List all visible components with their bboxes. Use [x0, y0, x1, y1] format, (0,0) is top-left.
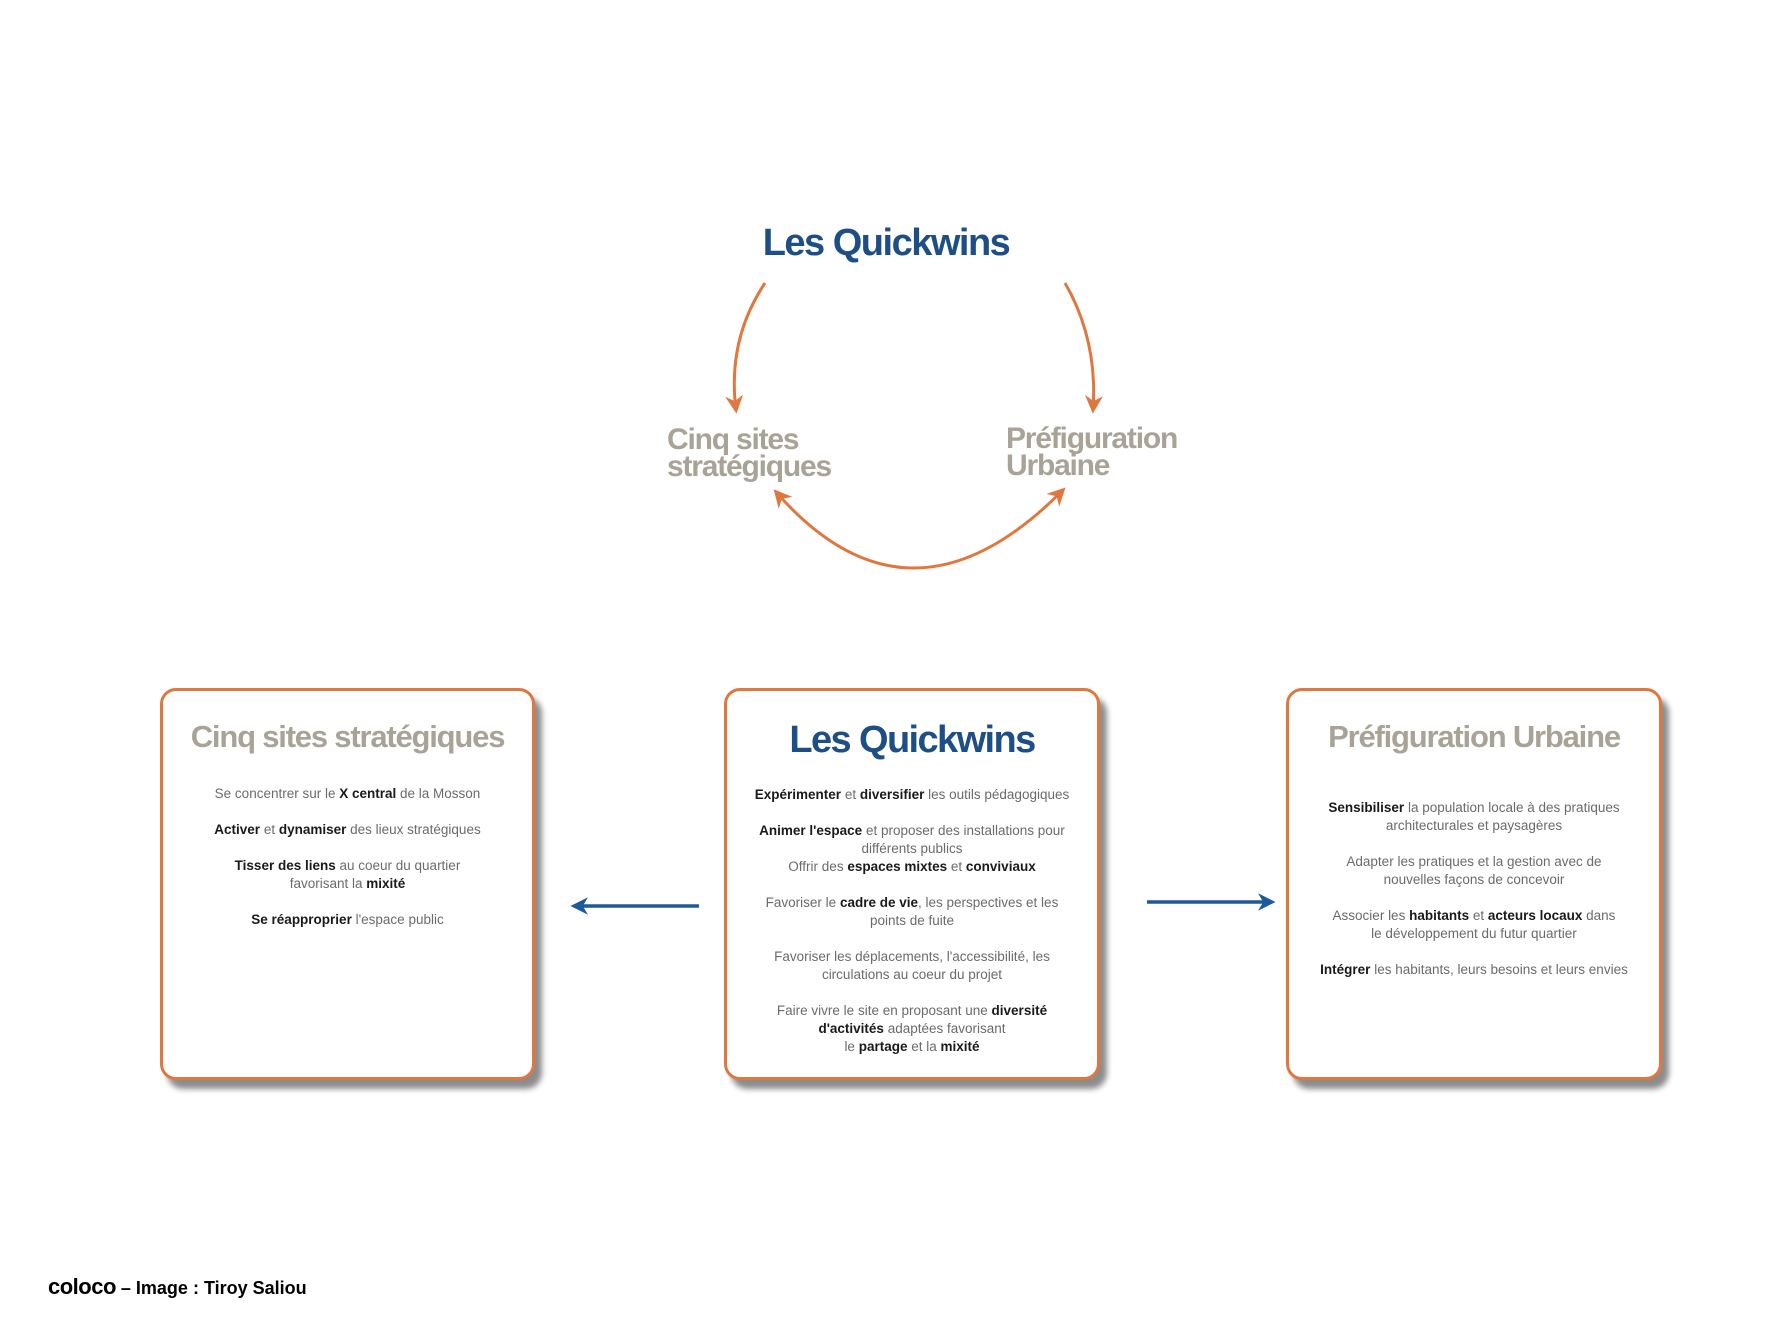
- list-item: Se concentrer sur le X central de la Mos…: [214, 786, 481, 801]
- arrow-quickwins-to-prefiguration: [1063, 282, 1103, 414]
- list-item: Adapter les pratiques et la gestion avec…: [1346, 854, 1602, 887]
- card-items: Se concentrer sur le X central de la Mos…: [173, 785, 522, 929]
- list-item: Favoriser les déplacements, l'accessibil…: [774, 949, 1050, 982]
- list-item: Offrir des espaces mixtes et conviviaux: [788, 859, 1036, 874]
- card-title: Les Quickwins: [789, 719, 1036, 761]
- list-item: Activer et dynamiser des lieux stratégiq…: [214, 822, 481, 837]
- cycle-title: Les Quickwins: [762, 222, 1011, 264]
- list-item: Associer les habitants et acteurs locaux…: [1332, 908, 1616, 941]
- image-credit: coloco – Image : Tiroy Saliou: [48, 1274, 307, 1300]
- card-prefiguration: Préfiguration Urbaine Sensibiliser la po…: [1286, 688, 1662, 1080]
- brand-name: coloco: [48, 1274, 116, 1299]
- credit-text: – Image : Tiroy Saliou: [115, 1278, 307, 1298]
- card-title: Cinq sites stratégiques: [190, 719, 506, 754]
- card-items: Expérimenter et diversifier les outils p…: [737, 786, 1087, 1056]
- list-item: Intégrer les habitants, leurs besoins et…: [1320, 962, 1628, 977]
- list-item: Faire vivre le site en proposant une div…: [776, 1003, 1048, 1054]
- arrow-quickwins-to-cinq-sites: [725, 282, 767, 414]
- list-item: Animer l'espace et proposer des installa…: [759, 823, 1065, 856]
- list-item: Favoriser le cadre de vie, les perspecti…: [765, 895, 1059, 928]
- arrow-between-sites-and-prefiguration: [773, 487, 1066, 570]
- card-items: Sensibiliser la population locale à des …: [1299, 799, 1649, 979]
- card-quickwins: Les Quickwins Expérimenter et diversifie…: [724, 688, 1100, 1080]
- list-item: Sensibiliser la population locale à des …: [1328, 800, 1620, 833]
- list-item: Se réapproprier l'espace public: [251, 912, 444, 927]
- card-title: Préfiguration Urbaine: [1328, 719, 1621, 754]
- list-item: Expérimenter et diversifier les outils p…: [754, 787, 1070, 802]
- card-cinq-sites: Cinq sites stratégiques Se concentrer su…: [160, 688, 535, 1080]
